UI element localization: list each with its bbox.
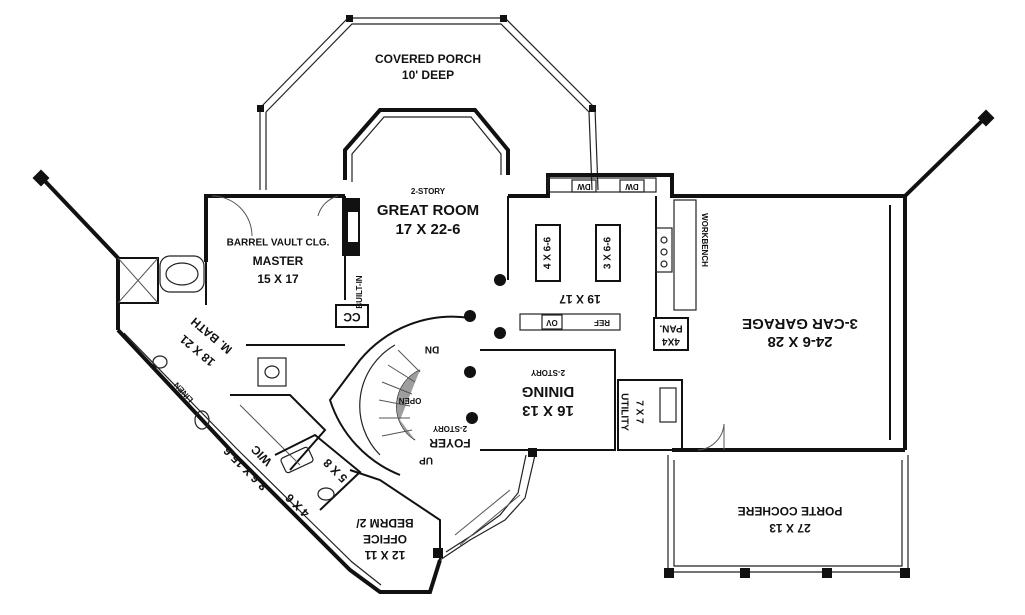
kitchen-size: 19 X 17	[559, 292, 601, 306]
covered-porch-size: 10' DEEP	[402, 68, 454, 82]
master-suite: BARREL VAULT CLG. MASTER 15 X 17	[205, 195, 346, 346]
garage-size: 24-6 X 28	[767, 333, 832, 350]
covered-porch: COVERED PORCH 10' DEEP	[257, 15, 599, 191]
dining-prefix: 2-STORY	[530, 368, 565, 377]
workbench: WORKBENCH	[673, 199, 709, 311]
great-room: 2-STORY GREAT ROOM 17 X 22-6	[342, 108, 510, 256]
dining: 2-STORY DINING 16 X 13	[480, 349, 616, 451]
wic-name: WIC	[248, 442, 275, 469]
island-left-size: 4 X 6-6	[543, 236, 554, 269]
porte-cochere-name: PORTE COCHERE	[738, 504, 843, 518]
pantry-size: 4X4	[662, 335, 680, 346]
foyer: OPEN DN UP 2-STORY FOYER CC BUILT-IN	[328, 274, 506, 476]
up-label: UP	[419, 454, 433, 465]
pantry: PAN. 4X4	[653, 317, 689, 351]
bedroom-size: 12 X 11	[364, 548, 405, 562]
utility-size: 7 X 7	[633, 400, 644, 424]
dining-size: 16 X 13	[522, 402, 574, 419]
garage-name: 3-CAR GARAGE	[742, 315, 858, 332]
bedroom-name-2: OFFICE	[363, 532, 407, 546]
bedroom-2: BEDRM 2/ OFFICE 12 X 11	[349, 469, 441, 562]
pantry-name: PAN.	[659, 322, 682, 333]
built-in-label: BUILT-IN	[355, 275, 364, 308]
foyer-prefix: 2-STORY	[432, 424, 467, 433]
cc-label: CC	[343, 310, 361, 324]
master-note: BARREL VAULT CLG.	[227, 238, 330, 249]
garage: 3-CAR GARAGE 24-6 X 28	[742, 315, 858, 350]
foyer-name: FOYER	[429, 436, 471, 450]
open-label: OPEN	[398, 396, 421, 405]
dining-name: DINING	[522, 383, 575, 400]
master-size: 15 X 17	[257, 272, 299, 286]
kitchen: DW DW 4 X 6-6 3 X 6-6 19 X 17 OV REF	[507, 177, 673, 331]
great-room-size: 17 X 22-6	[395, 221, 460, 238]
porte-cochere-size: 27 X 13	[769, 521, 811, 535]
dw-right-label: DW	[625, 182, 639, 191]
dn-label: DN	[425, 343, 439, 354]
closet-4x6-size: 4 X 6	[282, 491, 312, 521]
island-right-size: 3 X 6-6	[603, 236, 614, 269]
workbench-label: WORKBENCH	[700, 213, 709, 267]
utility-name: UTILITY	[618, 393, 629, 431]
dw-left-label: DW	[577, 182, 591, 191]
ref-label: REF	[594, 318, 610, 327]
great-room-prefix: 2-STORY	[411, 187, 446, 196]
entry-bay	[433, 448, 537, 561]
porte-cochere: PORTE COCHERE 27 X 13	[664, 455, 910, 578]
master-name: MASTER	[253, 254, 304, 268]
exterior-walls	[32, 109, 995, 594]
bedroom-name: BEDRM 2/	[356, 516, 414, 530]
utility: UTILITY 7 X 7	[617, 379, 725, 451]
ov-label: OV	[546, 318, 558, 327]
walk-in-closet: WIC 8-6 X 15-6	[220, 394, 327, 493]
covered-porch-name: COVERED PORCH	[375, 52, 481, 66]
great-room-name: GREAT ROOM	[377, 202, 479, 219]
